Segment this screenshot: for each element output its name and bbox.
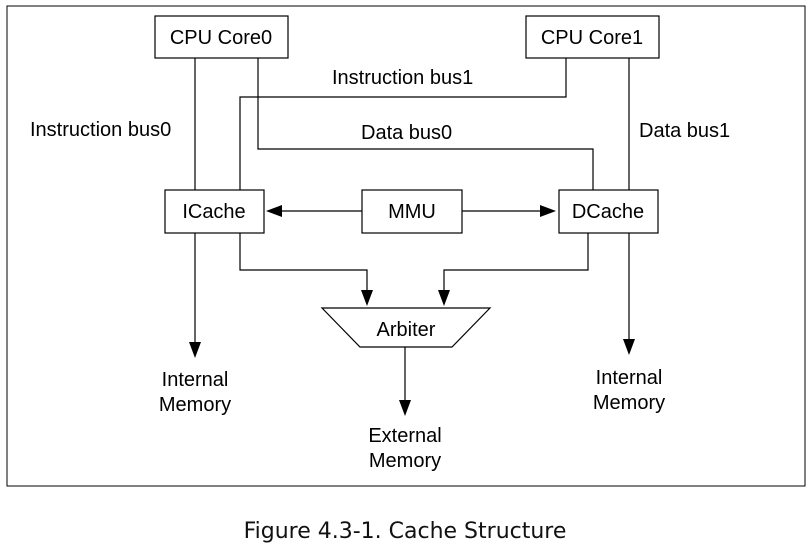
instruction-bus0-label: Instruction bus0 bbox=[30, 119, 171, 141]
arrowhead-left bbox=[266, 205, 282, 217]
dcache-to-arbiter-wire bbox=[443, 233, 589, 290]
icache-node: ICache bbox=[164, 189, 265, 234]
diagram-frame bbox=[6, 5, 806, 487]
cpu-core0-node: CPU Core0 bbox=[154, 15, 289, 59]
data-bus1-label: Data bus1 bbox=[639, 120, 730, 142]
figure-caption: Figure 4.3-1. Cache Structure bbox=[244, 519, 567, 544]
dcache-node: DCache bbox=[558, 189, 659, 234]
arrowhead-down bbox=[623, 339, 635, 355]
internal-memory-left-line1: Internal bbox=[162, 369, 229, 391]
arbiter-node: Arbiter bbox=[320, 307, 492, 348]
arrowhead-down bbox=[438, 290, 450, 306]
internal-memory-right-line1: Internal bbox=[596, 367, 663, 389]
internal-memory-left-line2: Memory bbox=[159, 394, 231, 416]
connection-wires bbox=[194, 58, 630, 400]
cpu-core1-label: CPU Core1 bbox=[541, 27, 643, 49]
external-memory-line2: Memory bbox=[369, 450, 441, 472]
data-bus0-wire bbox=[257, 58, 594, 190]
internal-memory-left-node: Internal Memory bbox=[159, 369, 231, 416]
external-memory-node: External Memory bbox=[368, 425, 441, 472]
external-memory-line1: External bbox=[368, 425, 441, 447]
internal-memory-right-line2: Memory bbox=[593, 392, 665, 414]
icache-label: ICache bbox=[182, 201, 245, 223]
dcache-label: DCache bbox=[572, 201, 644, 223]
instruction-bus1-label: Instruction bus1 bbox=[332, 67, 473, 89]
arrowhead-down bbox=[361, 290, 373, 306]
arrowhead-down bbox=[399, 400, 411, 416]
arbiter-label: Arbiter bbox=[377, 319, 436, 341]
icache-to-arbiter-wire bbox=[239, 233, 368, 290]
arrowhead-down bbox=[189, 342, 201, 358]
cpu-core0-label: CPU Core0 bbox=[170, 27, 272, 49]
data-bus0-label: Data bus0 bbox=[361, 122, 452, 144]
mmu-node: MMU bbox=[361, 189, 463, 234]
mmu-label: MMU bbox=[388, 201, 436, 223]
cpu-core1-node: CPU Core1 bbox=[525, 15, 660, 59]
internal-memory-right-node: Internal Memory bbox=[593, 367, 665, 414]
arrowhead-right bbox=[540, 205, 556, 217]
instruction-bus1-wire bbox=[239, 58, 567, 190]
